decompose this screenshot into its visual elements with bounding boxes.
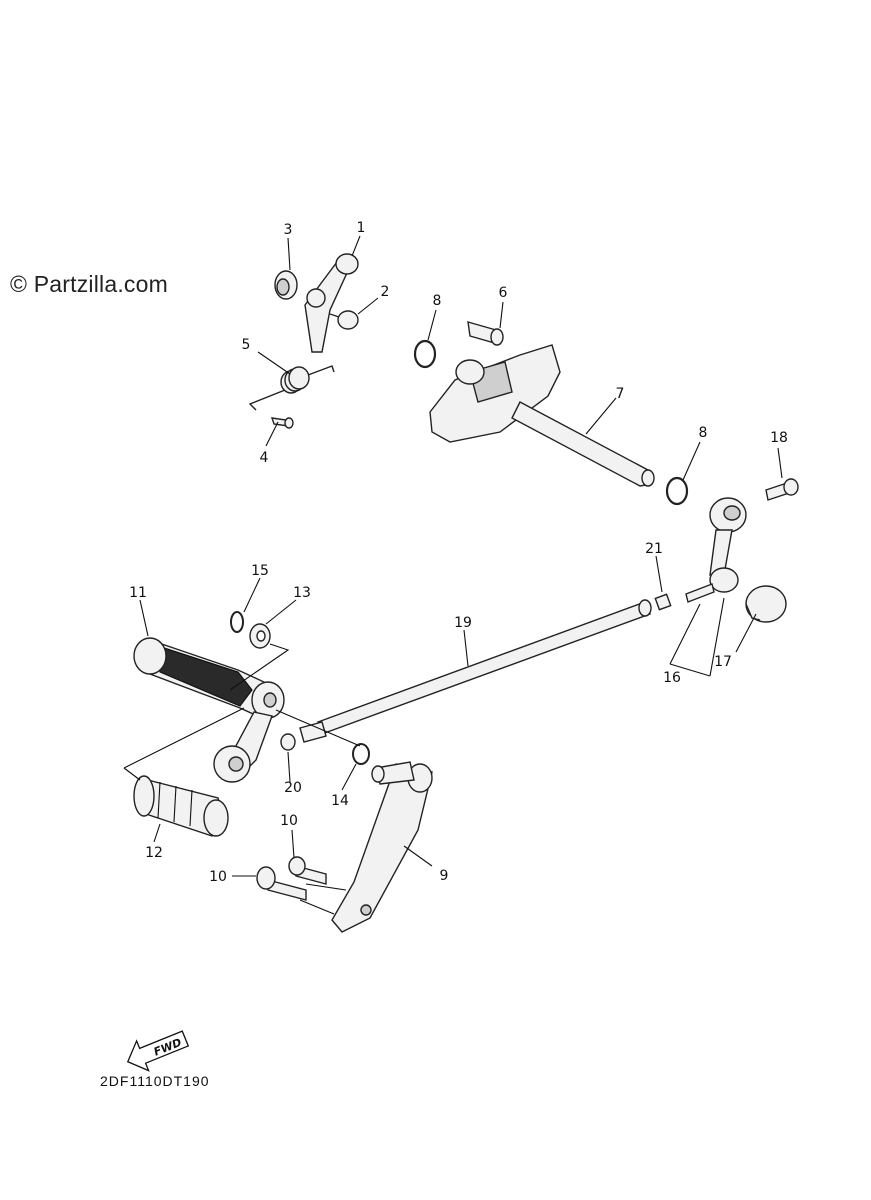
part-stopper-lever bbox=[304, 253, 359, 353]
part-shift-rod bbox=[299, 599, 652, 743]
part-joint-cover bbox=[745, 585, 787, 623]
part-pin bbox=[270, 417, 294, 429]
callout-2: 2 bbox=[381, 284, 390, 300]
part-collar bbox=[274, 270, 298, 300]
callout-14: 14 bbox=[331, 793, 349, 809]
callout-12: 12 bbox=[145, 845, 163, 861]
callout-19: 19 bbox=[454, 615, 472, 631]
part-torsion-spring bbox=[248, 365, 335, 411]
callout-3: 3 bbox=[284, 222, 293, 238]
callout-5: 5 bbox=[242, 337, 251, 353]
part-circlip-lower bbox=[665, 476, 689, 506]
callout-21: 21 bbox=[645, 541, 663, 557]
part-dowel bbox=[467, 321, 504, 346]
diagram-code: 2DF1110DT190 bbox=[100, 1073, 210, 1089]
part-washer-13 bbox=[249, 623, 271, 649]
callout-10-lower: 10 bbox=[209, 869, 227, 885]
part-shift-arm bbox=[685, 497, 747, 603]
part-bolt-10b bbox=[256, 866, 307, 901]
part-pedal-rubber bbox=[133, 775, 229, 837]
part-circlip-15 bbox=[230, 611, 244, 633]
callout-7: 7 bbox=[616, 386, 625, 402]
leader-lines bbox=[123, 235, 783, 915]
callout-8-lower: 8 bbox=[699, 425, 708, 441]
fwd-label: FWD bbox=[152, 1036, 184, 1059]
part-circlip-14 bbox=[352, 743, 370, 765]
callout-1: 1 bbox=[357, 220, 366, 236]
callout-4: 4 bbox=[260, 450, 269, 466]
callout-20: 20 bbox=[284, 780, 302, 796]
callout-17: 17 bbox=[714, 654, 732, 670]
callout-10-upper: 10 bbox=[280, 813, 298, 829]
callout-6: 6 bbox=[499, 285, 508, 301]
callout-15: 15 bbox=[251, 563, 269, 579]
callout-16: 16 bbox=[663, 670, 681, 686]
part-bolt-2 bbox=[329, 310, 359, 330]
part-nut-21 bbox=[654, 593, 672, 611]
part-bolt-18 bbox=[765, 478, 799, 501]
callout-18: 18 bbox=[770, 430, 788, 446]
callout-11: 11 bbox=[129, 585, 147, 601]
callout-9: 9 bbox=[440, 868, 449, 884]
part-shift-shaft bbox=[429, 344, 655, 487]
callout-8-upper: 8 bbox=[433, 293, 442, 309]
watermark: © Partzilla.com bbox=[10, 271, 168, 297]
part-shift-pedal bbox=[133, 637, 285, 783]
part-circlip-upper bbox=[413, 339, 437, 369]
fwd-arrow-icon: FWD bbox=[126, 1030, 190, 1072]
part-collar-20 bbox=[280, 733, 296, 751]
callout-labels: 3 1 2 5 4 6 8 7 8 18 21 15 13 11 19 16 1… bbox=[129, 220, 788, 885]
part-shift-lever bbox=[331, 761, 433, 933]
callout-13: 13 bbox=[293, 585, 311, 601]
part-bolt-10a bbox=[288, 856, 327, 885]
